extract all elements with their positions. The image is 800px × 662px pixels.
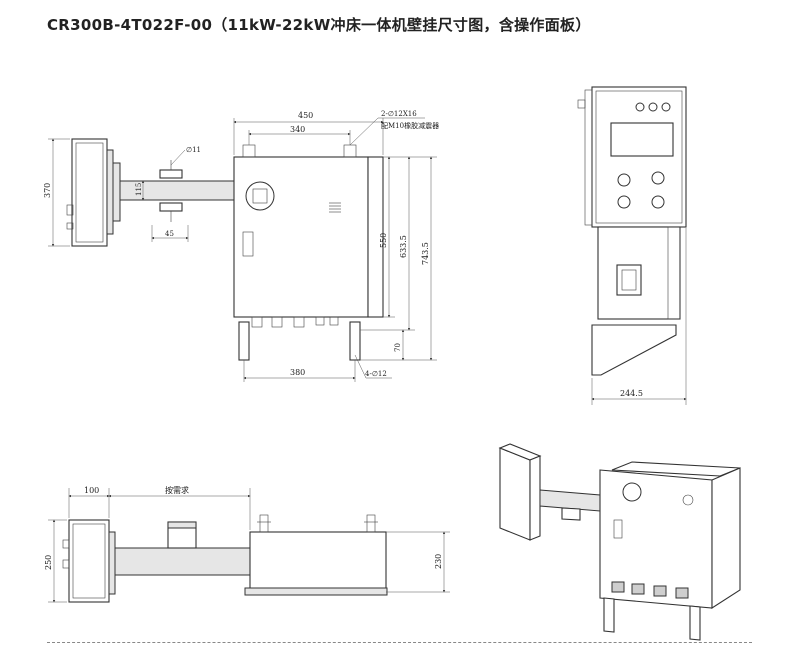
dim-left-height: 370 <box>43 138 70 247</box>
wall-plate-top <box>68 519 110 603</box>
dim-text-450: 450 <box>298 111 313 120</box>
dim-text-hole-small: ∅11 <box>186 146 201 154</box>
cabinet-front <box>233 144 384 361</box>
wall-bracket <box>591 324 677 376</box>
top-view: 100 按需求 250 230 <box>44 485 450 603</box>
display-screen <box>610 122 674 157</box>
dim-text-115: 115 <box>135 183 143 196</box>
dim-right: 550 633.5 743.5 70 <box>360 156 437 361</box>
front-view: 370 115 45 ∅11 <box>43 110 439 382</box>
indicator-light-icon <box>648 102 658 112</box>
dim-top: 450 340 2-∅12X16 配M10橡胶减震器 <box>233 110 439 155</box>
indicator-light-icon <box>661 102 671 112</box>
button-icon <box>651 195 665 209</box>
indicator-light-icon <box>635 102 645 112</box>
operation-panel <box>591 86 687 228</box>
note-damper: 配M10橡胶减震器 <box>381 121 439 130</box>
dim-bottom: 380 4-∅12 <box>243 354 392 382</box>
button-icon <box>651 171 665 185</box>
dim-text-45: 45 <box>165 230 174 238</box>
handle-icon <box>242 231 254 257</box>
dim-text-100: 100 <box>84 486 99 495</box>
button-icon <box>617 195 631 209</box>
vent-icon <box>329 202 341 213</box>
isometric-view <box>498 443 741 641</box>
dim-text-250: 250 <box>44 555 53 570</box>
dim-text-230: 230 <box>434 554 443 569</box>
dim-text-380: 380 <box>290 368 305 377</box>
arm-top <box>114 547 251 576</box>
page-title: CR300B-4T022F-00（11kW-22kW冲床一体机壁挂尺寸图，含操作… <box>47 16 591 34</box>
dim-text-arm-length: 按需求 <box>165 485 189 495</box>
dim-text-633-5: 633.5 <box>399 235 408 258</box>
iso-switch-icon <box>622 482 642 502</box>
main-switch-icon <box>245 181 275 211</box>
footer-divider <box>47 642 752 643</box>
dim-text-370: 370 <box>43 183 52 198</box>
dim-text-hole-bottom: 4-∅12 <box>365 370 387 378</box>
socket-icon <box>616 264 642 296</box>
dim-text-70: 70 <box>394 343 402 352</box>
note-mount-holes: 2-∅12X16 <box>381 110 417 118</box>
wall-plate-left <box>66 138 121 247</box>
iso-cabinet-side <box>711 467 741 610</box>
side-view: 244.5 <box>577 86 687 405</box>
iso-wall-plate <box>499 447 531 541</box>
dim-text-340: 340 <box>290 125 305 134</box>
dim-text-550: 550 <box>379 233 388 248</box>
knob-icon <box>617 173 631 187</box>
dim-text-743-5: 743.5 <box>421 242 430 265</box>
support-arm: 115 45 ∅11 <box>119 146 235 242</box>
cabinet-top <box>249 531 387 593</box>
dim-text-244-5: 244.5 <box>620 389 643 398</box>
